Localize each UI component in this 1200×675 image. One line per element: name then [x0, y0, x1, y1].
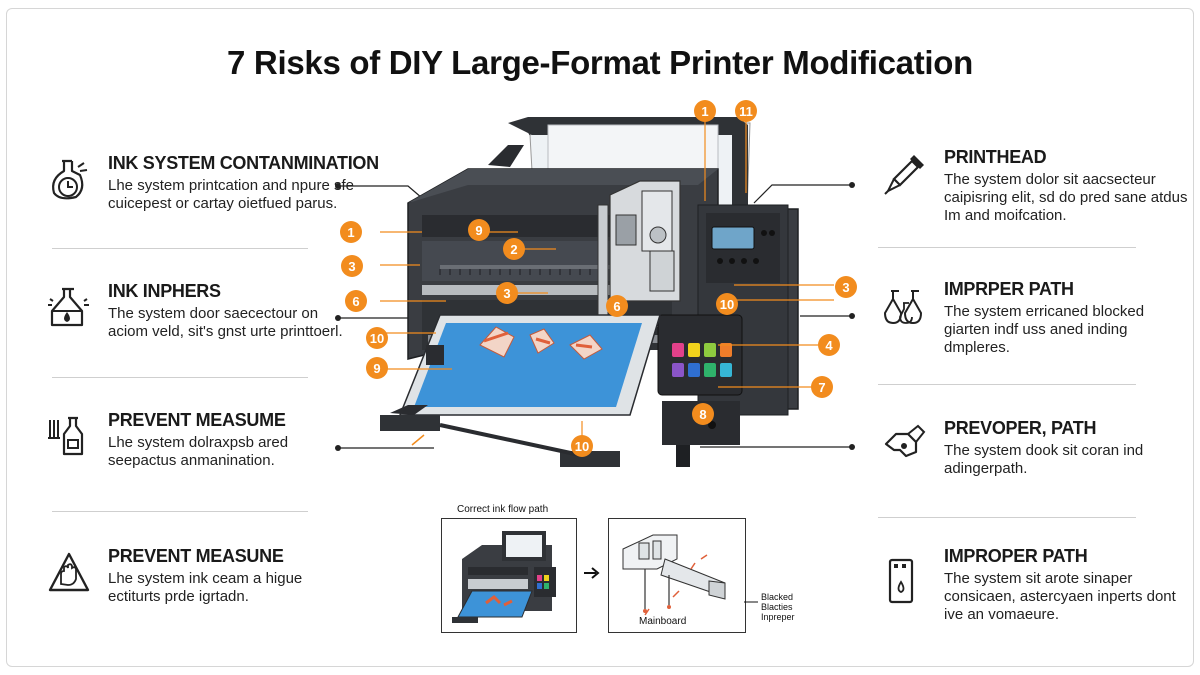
risk-description: Lhe system printcation and npure sfe cui…	[108, 177, 354, 212]
cartridge-icon	[888, 558, 914, 604]
risk-heading: IMPROPER PATH	[944, 546, 1088, 566]
side-label-line: Inpreper	[761, 612, 795, 622]
risk-heading: IMPRPER PATH	[944, 279, 1074, 299]
printer-illustration	[380, 117, 834, 467]
hand-warning-icon	[48, 552, 90, 592]
inset-left-panel	[441, 518, 577, 633]
divider	[52, 248, 308, 249]
risk-description: Lhe system dolraxpsb ared seepactus anma…	[108, 434, 289, 469]
divider	[878, 384, 1136, 385]
side-label-line: Blacties	[761, 602, 793, 612]
ink-slots	[672, 343, 732, 377]
risk-description: The system dook sit coran ind adingerpat…	[944, 442, 1144, 477]
flasks-icon	[883, 290, 923, 325]
bottle-hand-icon	[48, 416, 84, 456]
side-label: Blacked Blacties Inpreper	[761, 592, 795, 622]
mainboard-diagram	[622, 534, 726, 616]
arrow-right-icon	[584, 567, 600, 579]
valve-icon	[884, 424, 926, 458]
risk-description: The system sit arote sinaper consicaen, …	[944, 570, 1176, 623]
risk-heading: PREVOPER, PATH	[944, 418, 1097, 438]
risk-heading: PREVENT MEASUME	[108, 410, 286, 430]
pointer-line	[744, 601, 758, 603]
inset-right-panel: Mainboard	[608, 518, 746, 633]
side-label-line: Blacked	[761, 592, 794, 602]
flask-timer-icon	[52, 159, 88, 200]
outer-frame	[6, 8, 1194, 667]
divider	[52, 511, 308, 512]
page-title: 7 Risks of DIY Large-Format Printer Modi…	[227, 44, 973, 81]
risk-description: Lhe system ink ceam a higue ectiturts pr…	[108, 570, 303, 605]
mini-printer-illustration	[452, 531, 556, 623]
risk-description: The system dolor sit aacsecteur caipisri…	[944, 171, 1188, 224]
inset-right-caption: Mainboard	[639, 616, 687, 627]
leader-line	[753, 184, 852, 204]
risk-description: The system door saecectour on aciom veld…	[108, 305, 343, 340]
inset-left-caption: Correct ink flow path	[457, 504, 549, 515]
syringe-icon	[884, 155, 924, 195]
risk-heading: INK SYSTEM CONTANMINATION	[108, 153, 379, 173]
divider	[878, 247, 1136, 248]
risk-heading: PRINTHEAD	[944, 147, 1047, 167]
leader-line	[338, 185, 423, 199]
risk-heading: INK INPHERS	[108, 281, 221, 301]
divider	[878, 517, 1136, 518]
divider	[52, 377, 308, 378]
risk-description: The system erricaned blocked giarten ind…	[944, 303, 1145, 356]
risk-heading: PREVENT MEASUNE	[108, 546, 284, 566]
flask-drop-icon	[48, 287, 89, 327]
